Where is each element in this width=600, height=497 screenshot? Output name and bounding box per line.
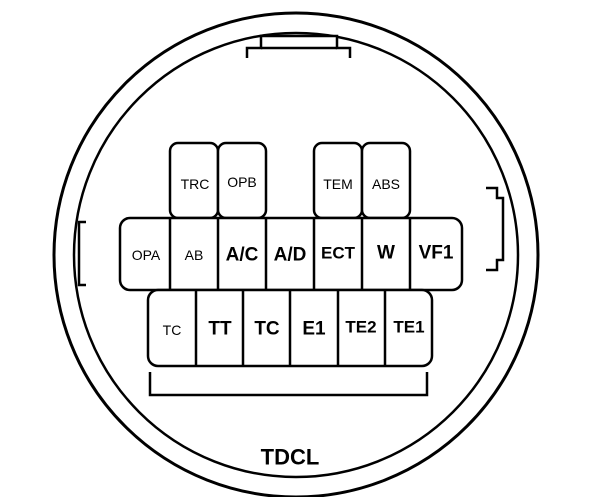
pin-tc-label: TC <box>254 319 280 340</box>
right-latch <box>486 186 505 272</box>
pin-opb-label: OPB <box>227 174 257 190</box>
pin-tt-label: TT <box>208 319 232 340</box>
pin-abs-label: ABS <box>372 176 400 192</box>
left-latch <box>77 220 86 287</box>
connector-housing <box>148 372 429 397</box>
pin-e1-label: E1 <box>302 319 326 340</box>
pin-w-label: W <box>377 243 395 264</box>
inner-ring <box>72 31 520 479</box>
pin-tem-label: TEM <box>323 176 353 192</box>
pin-vf1-label: VF1 <box>419 243 454 264</box>
pin-grid <box>118 141 464 368</box>
pin-trc-label: TRC <box>181 176 210 192</box>
pin-ad-label: A/D <box>274 245 307 266</box>
pin-opa-label: OPA <box>132 247 161 263</box>
pin-ab-label: AB <box>185 247 204 263</box>
pin-ect-label: ECT <box>321 244 356 263</box>
connector-title: TDCL <box>261 445 320 470</box>
pin-tc-small-label: TC <box>163 322 182 338</box>
pin-ac-label: A/C <box>226 245 259 266</box>
pin-te1-label: TE1 <box>393 318 424 337</box>
top-key-tab <box>245 34 352 58</box>
pin-te2-label: TE2 <box>345 318 376 337</box>
outer-ring <box>52 11 540 497</box>
